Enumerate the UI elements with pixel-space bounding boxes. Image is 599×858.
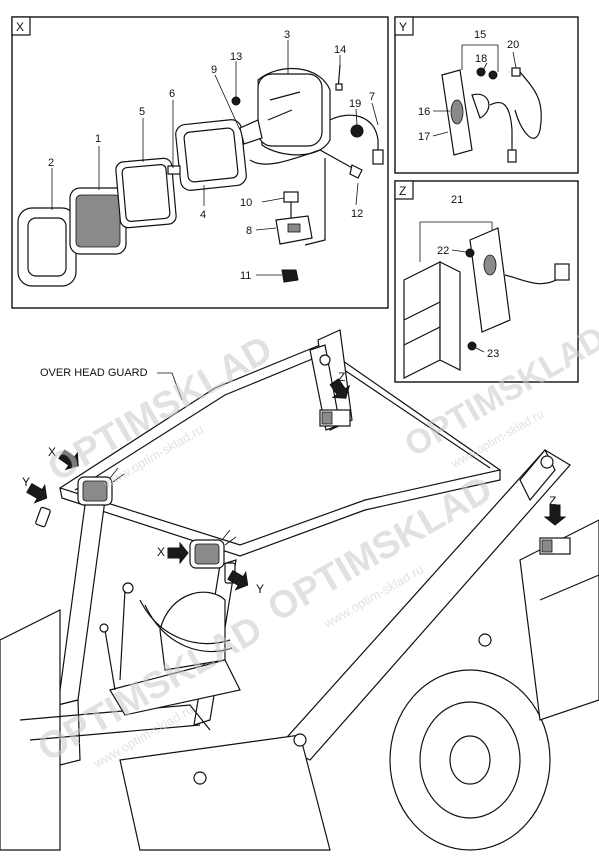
box-x-tag: X (16, 20, 24, 34)
view-marker-x-left: X (48, 445, 56, 459)
view-marker-z-right: Z (549, 494, 556, 508)
skid-steer-machine (0, 329, 599, 851)
detail-box-z: Z (394, 180, 579, 383)
callout-10: 10 (240, 197, 252, 209)
view-marker-x-center: X (157, 545, 165, 559)
callout-9: 9 (211, 64, 217, 76)
callout-15: 15 (474, 29, 486, 41)
callout-numbers: 1 2 3 4 5 6 7 8 9 10 11 12 13 14 15 16 1… (48, 29, 519, 360)
box-y-tag: Y (399, 20, 407, 34)
callout-19: 19 (349, 98, 361, 110)
callout-13: 13 (230, 51, 242, 63)
callout-21: 21 (451, 194, 463, 206)
callout-7: 7 (369, 91, 375, 103)
view-marker-z-rear: Z (338, 370, 345, 384)
callout-14: 14 (334, 44, 346, 56)
callout-1: 1 (95, 133, 101, 145)
detail-box-y: Y (394, 16, 579, 174)
callout-17: 17 (418, 131, 430, 143)
callout-8: 8 (246, 225, 252, 237)
callout-4: 4 (200, 209, 206, 221)
callout-16: 16 (418, 106, 430, 118)
box-z-tag: Z (399, 184, 406, 198)
work-light-center (189, 529, 237, 569)
callout-18: 18 (475, 53, 487, 65)
detail-box-x: X (11, 16, 389, 309)
callout-23: 23 (487, 348, 499, 360)
callout-6: 6 (169, 88, 175, 100)
callout-12: 12 (351, 208, 363, 220)
view-marker-y-center: Y (256, 582, 264, 596)
callout-11: 11 (240, 270, 251, 282)
callout-5: 5 (139, 106, 145, 118)
overhead-guard-label: OVER HEAD GUARD (40, 367, 148, 379)
work-light-left (77, 467, 125, 506)
view-marker-y-left: Y (22, 475, 30, 489)
callout-22: 22 (437, 245, 449, 257)
callout-20: 20 (507, 39, 519, 51)
callout-3: 3 (284, 29, 290, 41)
callout-2: 2 (48, 157, 54, 169)
